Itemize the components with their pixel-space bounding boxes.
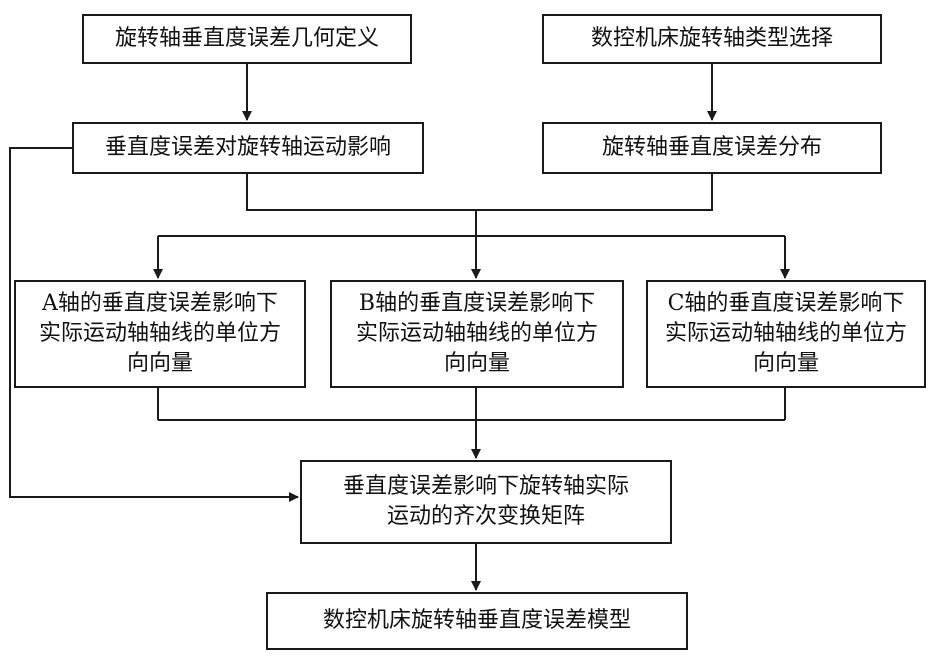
node-axis-type-selection: 数控机床旋转轴类型选择 (542, 14, 882, 64)
edge-influence-merge (247, 174, 712, 210)
node-label: 数控机床旋转轴类型选择 (591, 24, 833, 54)
node-label-line-1: A轴的垂直度误差影响下 (39, 289, 281, 319)
node-error-model: 数控机床旋转轴垂直度误差模型 (266, 592, 688, 650)
node-label-line-3: 向向量 (356, 349, 598, 379)
node-geometric-definition: 旋转轴垂直度误差几何定义 (82, 14, 412, 64)
node-label-line-2: 运动的齐次变换矩阵 (343, 502, 629, 532)
node-label-line-2: 实际运动轴轴线的单位方 (665, 319, 907, 349)
node-error-influence: 垂直度误差对旋转轴运动影响 (72, 122, 424, 174)
node-label-line-3: 向向量 (665, 349, 907, 379)
node-label: 旋转轴垂直度误差几何定义 (115, 24, 379, 54)
node-label-line-2: 实际运动轴轴线的单位方 (356, 319, 598, 349)
node-label: 数控机床旋转轴垂直度误差模型 (323, 606, 631, 636)
node-label-line-1: 垂直度误差影响下旋转轴实际 (343, 472, 629, 502)
node-label: 垂直度误差对旋转轴运动影响 (105, 133, 391, 163)
node-b-axis-vector: B轴的垂直度误差影响下 实际运动轴轴线的单位方 向向量 (330, 280, 624, 388)
node-label-line-1: C轴的垂直度误差影响下 (665, 289, 907, 319)
node-error-distribution: 旋转轴垂直度误差分布 (542, 122, 882, 174)
node-label: 旋转轴垂直度误差分布 (602, 133, 822, 163)
node-label-line-2: 实际运动轴轴线的单位方 (39, 319, 281, 349)
node-transformation-matrix: 垂直度误差影响下旋转轴实际 运动的齐次变换矩阵 (300, 460, 672, 544)
node-a-axis-vector: A轴的垂直度误差影响下 实际运动轴轴线的单位方 向向量 (14, 280, 306, 388)
node-c-axis-vector: C轴的垂直度误差影响下 实际运动轴轴线的单位方 向向量 (646, 280, 926, 388)
node-label-line-3: 向向量 (39, 349, 281, 379)
node-label-line-1: B轴的垂直度误差影响下 (356, 289, 598, 319)
